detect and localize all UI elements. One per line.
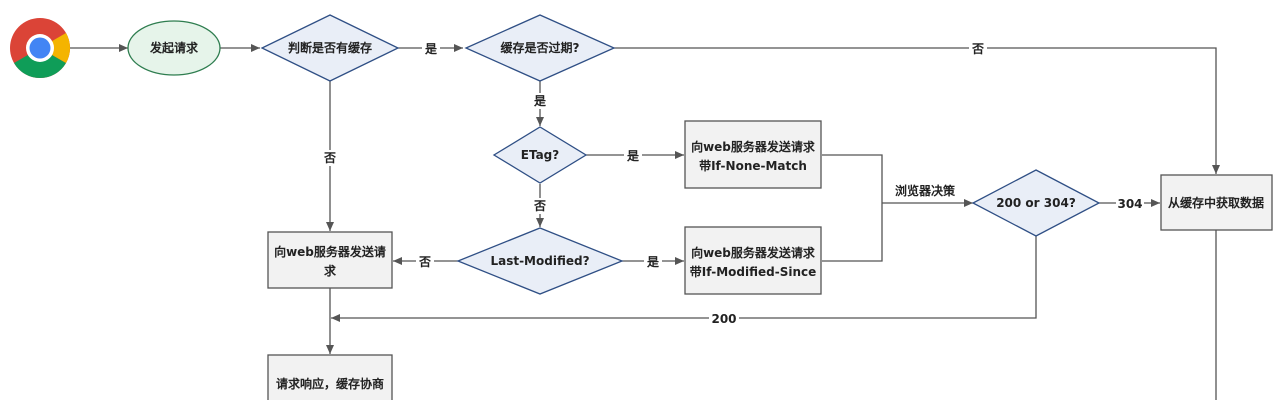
node-start-label: 发起请求	[149, 40, 199, 55]
node-send-plain-line2: 求	[324, 263, 337, 278]
label-status-200: 200	[711, 312, 736, 326]
node-etag: ETag?	[492, 126, 588, 184]
label-check-cache-yes: 是	[424, 42, 438, 56]
edge-labels: 是 否 是 是 否 是 否 否 浏览器决策 304 200	[321, 41, 1144, 327]
node-status-check: 200 or 304?	[971, 169, 1101, 237]
node-send-ims-line1: 向web服务器发送请求	[691, 245, 816, 260]
edge-status-200	[331, 236, 1037, 322]
node-start: 发起请求	[127, 20, 221, 76]
node-status-check-label: 200 or 304?	[996, 196, 1076, 210]
node-last-modified-label: Last-Modified?	[490, 254, 589, 268]
node-last-modified: Last-Modified?	[456, 227, 624, 295]
node-response: 请求响应，缓存协商	[267, 354, 393, 400]
label-lastmod-no: 否	[418, 255, 431, 269]
node-send-inm-line1: 向web服务器发送请求	[691, 139, 816, 154]
node-cache-expired: 缓存是否过期?	[464, 14, 616, 82]
label-lastmod-yes: 是	[646, 255, 660, 269]
node-send-ims-line2: 带If-Modified-Since	[690, 264, 817, 279]
node-etag-label: ETag?	[521, 148, 560, 162]
edge-inm-to-merge	[822, 154, 883, 262]
label-expired-no: 否	[971, 42, 984, 56]
label-browser-decision: 浏览器决策	[895, 183, 956, 198]
node-check-cache: 判断是否有缓存	[260, 14, 400, 82]
label-etag-yes: 是	[626, 149, 640, 163]
node-response-label: 请求响应，缓存协商	[276, 376, 384, 391]
chrome-logo-icon	[10, 18, 71, 79]
node-from-cache-label: 从缓存中获取数据	[1168, 195, 1264, 210]
label-expired-yes: 是	[533, 94, 547, 108]
node-send-plain: 向web服务器发送请 求	[267, 231, 393, 289]
label-etag-no: 否	[533, 199, 546, 213]
node-check-cache-label: 判断是否有缓存	[288, 40, 372, 55]
label-status-304: 304	[1117, 197, 1142, 211]
node-from-cache: 从缓存中获取数据	[1160, 174, 1273, 231]
edge-expired-no	[614, 47, 1220, 174]
node-send-if-modified-since: 向web服务器发送请求 带If-Modified-Since	[684, 226, 822, 295]
node-send-plain-line1: 向web服务器发送请	[274, 244, 386, 259]
label-check-cache-no: 否	[323, 151, 336, 165]
node-send-inm-line2: 带If-None-Match	[699, 158, 807, 173]
node-cache-expired-label: 缓存是否过期?	[501, 40, 580, 55]
node-send-if-none-match: 向web服务器发送请求 带If-None-Match	[684, 120, 822, 189]
